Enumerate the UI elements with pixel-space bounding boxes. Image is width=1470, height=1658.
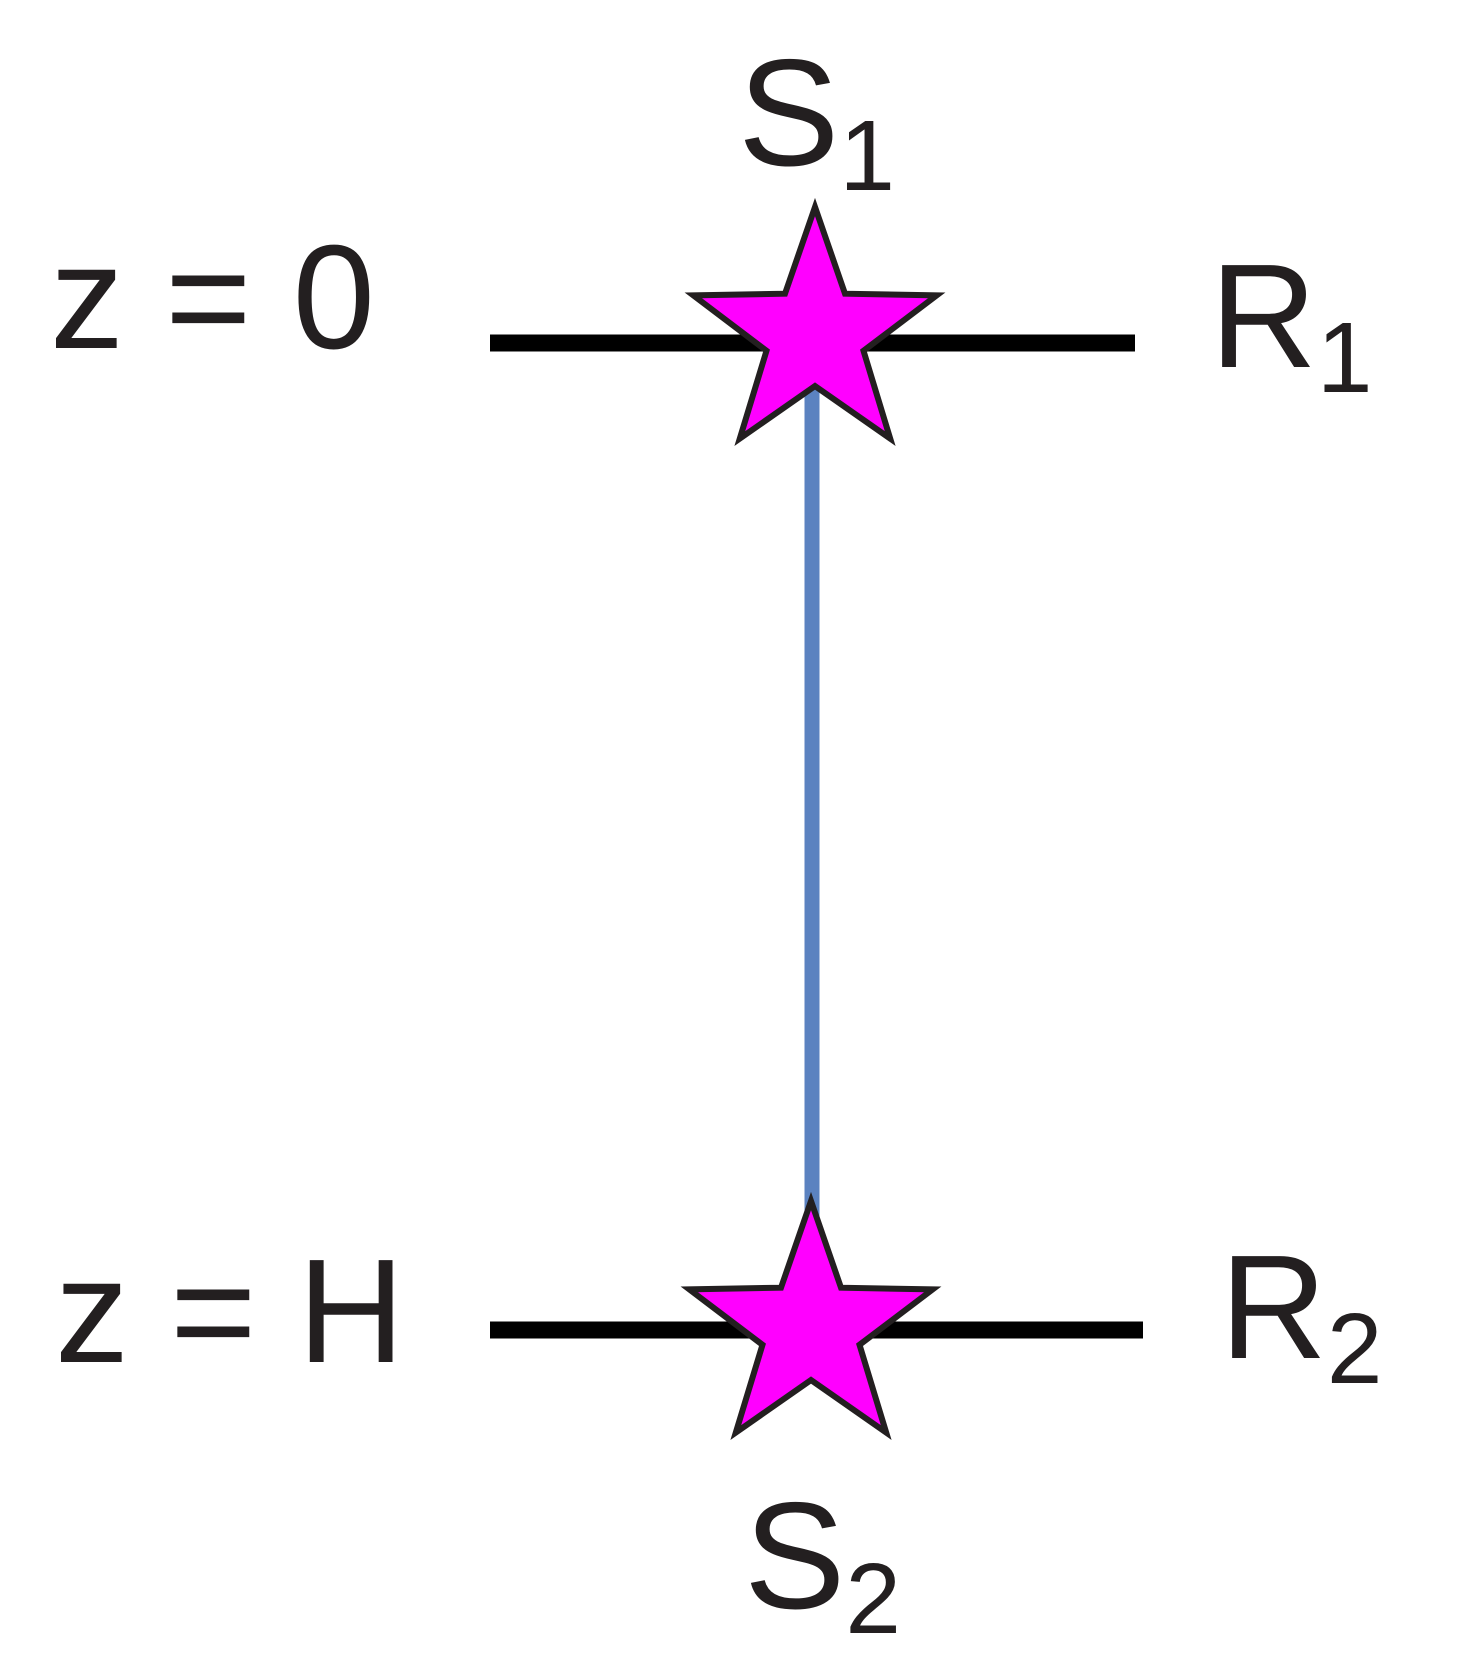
receiver-label-top-subscript: 1 bbox=[1317, 302, 1373, 414]
receiver-label-top: R1 bbox=[1210, 234, 1373, 414]
receiver-label-bottom-letter: R bbox=[1220, 1225, 1327, 1390]
source-label-top: S1 bbox=[738, 28, 895, 212]
receiver-label-bottom-subscript: 2 bbox=[1327, 1293, 1383, 1405]
receiver-label-top-letter: R bbox=[1210, 234, 1317, 399]
source-label-bottom: S2 bbox=[744, 1471, 901, 1655]
depth-label-top: z = 0 bbox=[50, 215, 375, 380]
depth-label-bottom: z = H bbox=[55, 1229, 405, 1394]
receiver-label-bottom: R2 bbox=[1220, 1225, 1383, 1405]
source-label-top-letter: S bbox=[738, 28, 839, 198]
source-label-bottom-subscript: 2 bbox=[845, 1543, 901, 1655]
source-star-icon-top bbox=[684, 197, 946, 447]
source-star-icon-bottom bbox=[680, 1191, 942, 1441]
source-label-top-subscript: 1 bbox=[839, 100, 895, 212]
source-label-bottom-letter: S bbox=[744, 1471, 845, 1641]
